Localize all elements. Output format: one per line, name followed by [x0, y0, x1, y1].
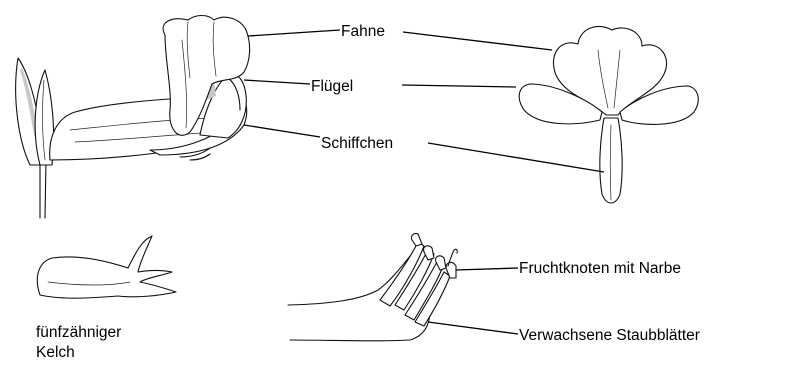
label-fahne: Fahne [341, 23, 385, 40]
label-fluegel: Flügel [311, 78, 353, 95]
flower-front-view [519, 26, 698, 203]
leader-fahne-left [248, 30, 340, 36]
leader-schiffchen-left [244, 125, 320, 137]
leader-fahne-right [403, 32, 552, 50]
leader-fruchtknoten [456, 268, 518, 270]
label-staubblaetter: Verwachsene Staubblätter [519, 327, 700, 344]
leader-fluegel-right [402, 85, 516, 87]
calyx-drawing [37, 236, 176, 298]
leader-schiffchen-right [428, 143, 604, 172]
leader-fluegel-left [244, 80, 310, 84]
leader-staubblaetter [428, 322, 518, 334]
stamens-drawing [288, 233, 457, 340]
label-fruchtknoten: Fruchtknoten mit Narbe [519, 260, 681, 277]
label-kelch-line1: fünfzähniger [36, 324, 121, 341]
label-kelch-line2: Kelch [36, 344, 75, 361]
label-schiffchen: Schiffchen [321, 135, 393, 152]
flower-side-view [16, 16, 250, 219]
